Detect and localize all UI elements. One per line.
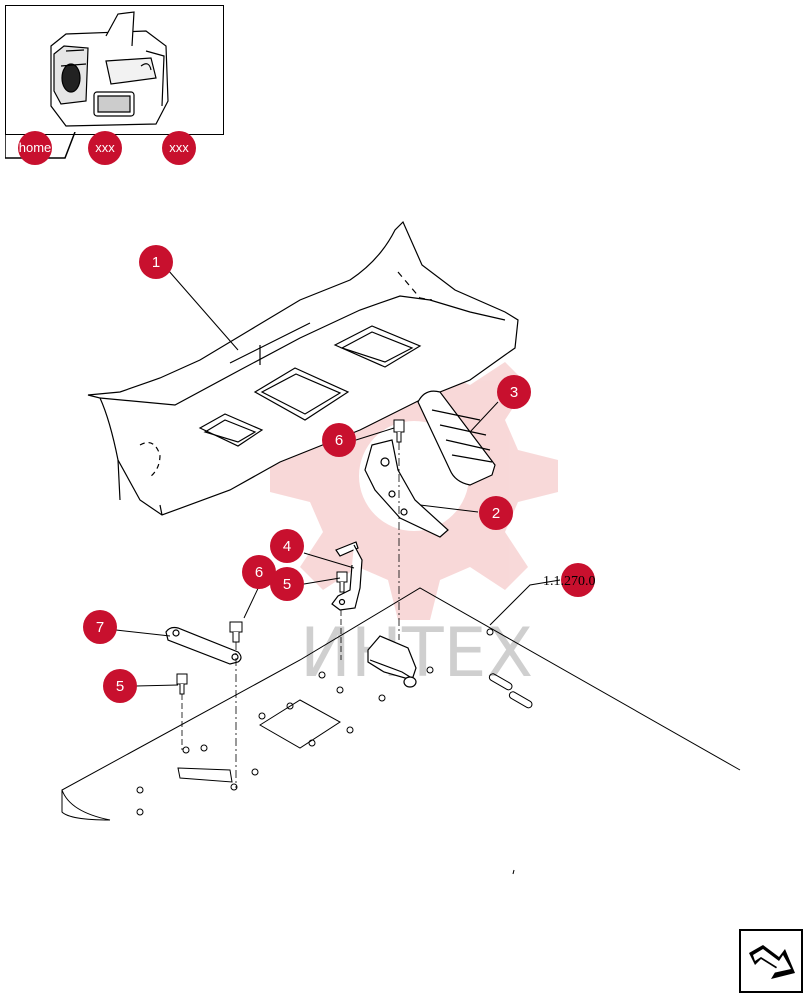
callout-4-circle [270, 529, 304, 563]
leader-lines [115, 269, 561, 875]
thumbnail-frame [5, 5, 224, 135]
callout-5b[interactable]: 5 [103, 669, 137, 703]
callout-6b-circle [242, 555, 276, 589]
plate-part-7 [165, 626, 242, 665]
floor-panel-part-1 [87, 220, 519, 516]
sensor-block [367, 635, 417, 688]
callout-4-label: 4 [283, 538, 291, 555]
bracket-part-2 [364, 439, 449, 538]
callout-5a-circle [270, 567, 304, 601]
reference-label[interactable]: 1.1.270.0 [543, 574, 596, 589]
callout-4[interactable]: 4 [270, 529, 304, 563]
callouts: 1 2 3 4 5 5 6 6 7 [83, 245, 595, 703]
reference-marker [561, 563, 595, 597]
next-page-button[interactable] [739, 929, 803, 993]
callout-6a[interactable]: 6 [322, 423, 356, 457]
callout-6a-circle [322, 423, 356, 457]
callout-2-circle [479, 496, 513, 530]
bolt-part-6-left [229, 621, 243, 643]
home-button[interactable]: home [18, 131, 52, 165]
callout-6b-label: 6 [255, 564, 263, 581]
callout-5a[interactable]: 5 [270, 567, 304, 601]
callout-3-label: 3 [510, 384, 518, 401]
callout-2-label: 2 [492, 505, 500, 522]
bolt-part-5-lever [336, 571, 348, 593]
callout-7-label: 7 [96, 619, 104, 636]
nav-button-xxx-1[interactable]: xxx [88, 131, 122, 165]
callout-3-circle [497, 375, 531, 409]
watermark-text: ИНТЕХ [300, 614, 533, 693]
callout-6b[interactable]: 6 [242, 555, 276, 589]
bolt-part-5-left [176, 673, 188, 695]
callout-5a-label: 5 [283, 576, 291, 593]
floor-plate [61, 587, 741, 821]
callout-1[interactable]: 1 [139, 245, 173, 279]
callout-1-circle [139, 245, 173, 279]
callout-7[interactable]: 7 [83, 610, 117, 644]
callout-3[interactable]: 3 [497, 375, 531, 409]
excavator-cab-icon [50, 11, 169, 127]
callout-7-circle [83, 610, 117, 644]
callout-1-label: 1 [152, 254, 160, 271]
nav-button-xxx-2[interactable]: xxx [162, 131, 196, 165]
callout-5b-label: 5 [116, 678, 124, 695]
callout-2[interactable]: 2 [479, 496, 513, 530]
callout-5b-circle [103, 669, 137, 703]
callout-6a-label: 6 [335, 432, 343, 449]
lever-part-4 [331, 541, 363, 611]
pedal-part-3 [417, 390, 496, 486]
next-page-arrow-icon [749, 945, 795, 979]
